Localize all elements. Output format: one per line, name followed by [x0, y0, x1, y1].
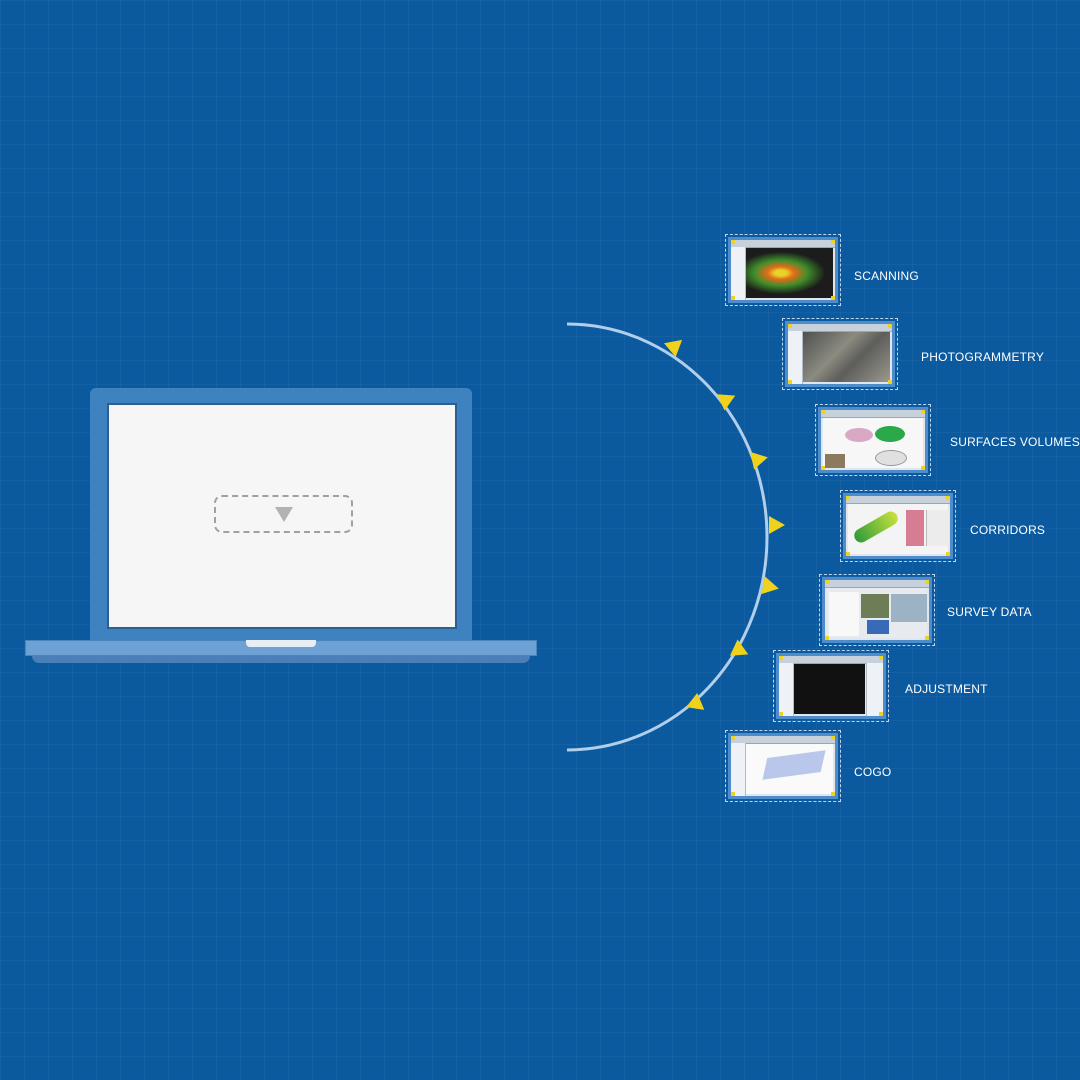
triangle-right-icon	[716, 387, 740, 411]
corner-marker	[925, 636, 929, 640]
corner-marker	[731, 792, 735, 796]
corner-marker	[825, 580, 829, 584]
corner-marker	[888, 380, 892, 384]
corner-marker	[779, 656, 783, 660]
feature-label: PHOTOGRAMMETRY	[921, 350, 1045, 364]
photogrammetry-thumbnail[interactable]	[782, 318, 898, 390]
surfaces-volumes-thumbnail[interactable]	[815, 404, 931, 476]
corner-marker	[831, 240, 835, 244]
corner-marker	[879, 712, 883, 716]
laptop-base-bottom	[32, 656, 530, 663]
corner-marker	[846, 496, 850, 500]
corner-marker	[888, 324, 892, 328]
triangle-right-icon	[769, 516, 785, 534]
triangle-right-icon	[750, 448, 770, 470]
corner-marker	[831, 792, 835, 796]
corner-marker	[731, 296, 735, 300]
triangle-right-icon	[729, 639, 753, 663]
adjustment-thumbnail[interactable]	[773, 650, 889, 722]
scanning-thumbnail[interactable]	[725, 234, 841, 306]
corner-marker	[831, 736, 835, 740]
feature-label: SCANNING	[854, 269, 919, 283]
corner-marker	[821, 466, 825, 470]
feature-label: CORRIDORS	[970, 523, 1046, 537]
corner-marker	[821, 410, 825, 414]
corner-marker	[731, 736, 735, 740]
corner-marker	[946, 496, 950, 500]
triangle-right-icon	[686, 692, 710, 718]
feature-label: ADJUSTMENT	[905, 682, 988, 696]
corner-marker	[879, 656, 883, 660]
feature-label: SURFACES VOLUMES	[950, 435, 1080, 449]
corner-marker	[831, 296, 835, 300]
survey-data-thumbnail[interactable]	[819, 574, 935, 646]
corner-marker	[788, 380, 792, 384]
corner-marker	[846, 552, 850, 556]
feature-label: COGO	[854, 765, 892, 779]
corner-marker	[825, 636, 829, 640]
triangle-right-icon	[761, 576, 781, 598]
corner-marker	[925, 580, 929, 584]
drop-zone[interactable]	[214, 495, 353, 533]
laptop-notch	[246, 640, 316, 647]
feature-label: SURVEY DATA	[947, 605, 1032, 619]
triangle-right-icon	[664, 332, 688, 358]
corner-marker	[788, 324, 792, 328]
corner-marker	[946, 552, 950, 556]
triangle-down-icon	[275, 507, 293, 522]
cogo-thumbnail[interactable]	[725, 730, 841, 802]
corner-marker	[779, 712, 783, 716]
corner-marker	[921, 410, 925, 414]
corner-marker	[921, 466, 925, 470]
corridors-thumbnail[interactable]	[840, 490, 956, 562]
corner-marker	[731, 240, 735, 244]
